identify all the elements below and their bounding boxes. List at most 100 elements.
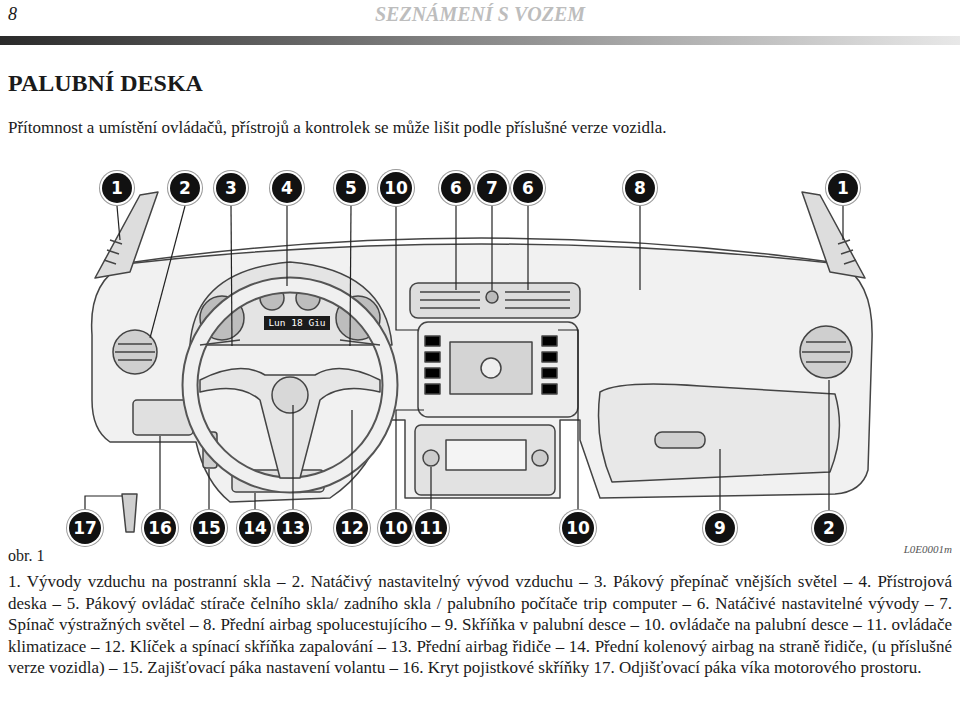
page-title: PALUBNÍ DESKA	[8, 70, 203, 97]
illustration-part	[542, 384, 557, 394]
illustration-part	[430, 467, 431, 511]
illustration-part	[542, 368, 557, 378]
intro-note: Přítomnost a umístění ovládačů, přístroj…	[8, 117, 952, 139]
callout-text: 8	[634, 180, 646, 197]
callout-text: 2	[823, 520, 835, 537]
illustration-part	[802, 342, 850, 362]
illustration-part	[85, 496, 122, 511]
illustration-part	[828, 380, 829, 511]
illustration-part	[190, 285, 390, 485]
illustration-part	[425, 368, 440, 378]
illustration-part	[446, 440, 526, 470]
callout-number: 11	[415, 512, 447, 544]
illustration-part	[292, 405, 293, 511]
illustration-part	[190, 285, 390, 485]
callout-number: 1	[102, 173, 132, 203]
dashboard	[92, 192, 873, 532]
callout-number: 2	[814, 513, 844, 543]
callout-number: 4	[272, 173, 302, 203]
section-header: SEZNÁMENÍ S VOZEM	[0, 3, 960, 26]
illustration-part	[122, 494, 137, 532]
illustration-part	[396, 410, 424, 511]
illustration-part	[491, 206, 492, 290]
illustration-part	[92, 244, 873, 502]
illustration-part	[655, 432, 705, 448]
illustration-part	[802, 192, 865, 278]
illustration-part	[254, 493, 255, 511]
illustration-part	[425, 336, 440, 346]
figure-caption: 1. Vývody vzduchu na postranní skla – 2.…	[8, 571, 952, 679]
callout-text: 4	[281, 180, 293, 197]
illustration-part	[159, 436, 160, 511]
callout-number: 14	[239, 512, 271, 544]
callout-text: 5	[345, 180, 357, 197]
callout-number: 12	[336, 512, 368, 544]
callout-text: 10	[384, 180, 408, 197]
illustration-part	[425, 352, 440, 362]
illustration-part	[532, 450, 548, 466]
illustration-part	[351, 410, 352, 511]
illustration-part	[481, 358, 501, 378]
illustration-part	[542, 336, 557, 346]
illustration-part	[120, 238, 845, 264]
illustration-part	[450, 342, 532, 394]
illustration-part	[117, 206, 120, 240]
illustration-part	[527, 206, 528, 290]
callout-text: 16	[148, 520, 172, 537]
callout-text: 7	[486, 180, 498, 197]
callout-number: 6	[513, 173, 543, 203]
illustration-part	[272, 377, 308, 413]
callout-number: 10	[380, 172, 412, 204]
callout-text: 13	[281, 520, 305, 537]
callout-number: 7	[477, 173, 507, 203]
callout-number: 17	[69, 512, 101, 544]
illustration-part	[115, 344, 155, 360]
callout-number: 2	[170, 173, 200, 203]
callout-text: 14	[243, 520, 267, 537]
callout-number: 16	[144, 512, 176, 544]
illustration-part	[455, 206, 456, 290]
illustration-part	[231, 206, 232, 346]
callout-number: 10	[380, 512, 412, 544]
callout-text: 1	[111, 180, 123, 197]
illustration-part	[599, 384, 840, 482]
leader-lines	[85, 206, 843, 511]
callout-text: 17	[73, 520, 97, 537]
callout-text: 2	[179, 180, 191, 197]
callout-number: 13	[277, 512, 309, 544]
illustration-part	[423, 450, 439, 466]
illustration-part	[420, 292, 570, 308]
callout-number: 9	[705, 513, 735, 543]
page-number: 8	[8, 4, 17, 25]
illustration-part	[410, 283, 580, 318]
callout-text: 1	[837, 180, 849, 197]
illustration-part	[208, 469, 209, 511]
illustration-part	[425, 384, 440, 394]
illustration-part	[200, 340, 380, 345]
illustration-part	[418, 322, 578, 417]
illustration-part	[350, 206, 351, 346]
illustration-part	[286, 206, 287, 286]
callout-text: 6	[450, 180, 462, 197]
display-text: Lun 18 Giu	[264, 316, 330, 330]
illustration-part	[542, 352, 557, 362]
illustration-part	[150, 206, 185, 338]
callout-number: 6	[441, 173, 471, 203]
callout-text: 15	[197, 520, 221, 537]
callout-text: 10	[566, 520, 590, 537]
callout-text: 6	[522, 180, 534, 197]
callout-number: 8	[625, 173, 655, 203]
illustration-part	[639, 206, 640, 290]
callout-text: 11	[419, 520, 443, 537]
callout-text: 10	[384, 520, 408, 537]
illustration-part	[104, 240, 856, 264]
figure-code: L0E0001m	[904, 543, 952, 555]
figure-number: obr. 1	[8, 547, 44, 565]
callout-number: 1	[828, 173, 858, 203]
callout-number: 5	[336, 173, 366, 203]
callout-number: 10	[562, 512, 594, 544]
callout-text: 9	[714, 520, 726, 537]
illustration-part	[558, 330, 578, 511]
header-bar	[0, 36, 960, 45]
